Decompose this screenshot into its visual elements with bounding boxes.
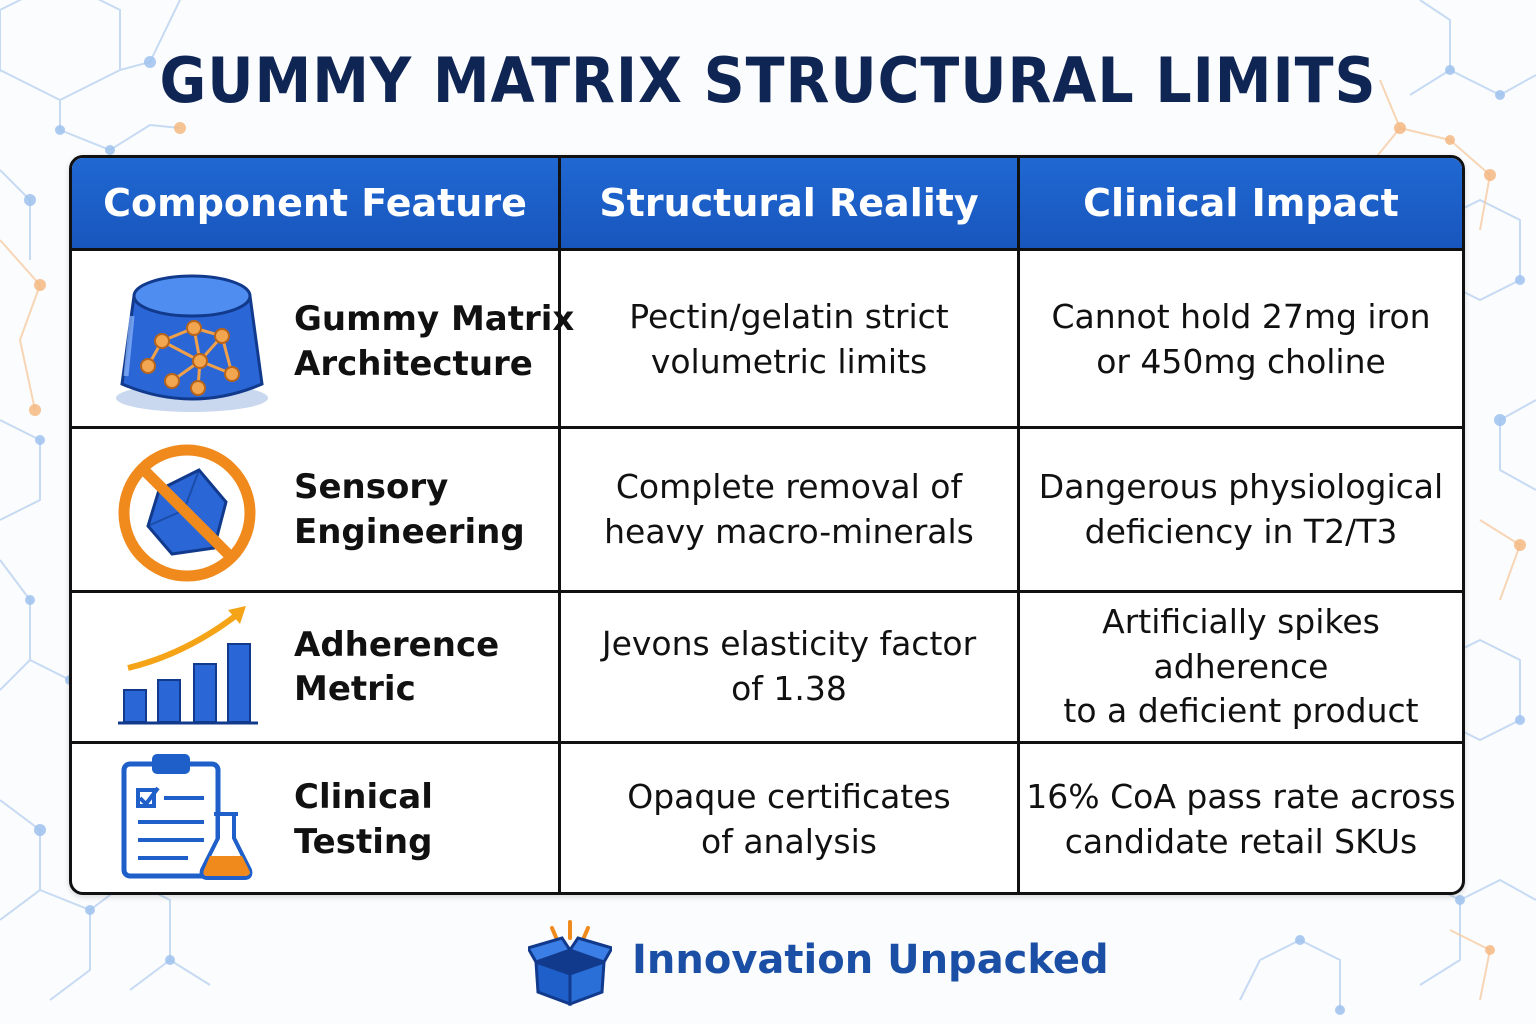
feature-label: Adherence Metric — [294, 624, 500, 709]
footer-brand: Innovation Unpacked — [528, 912, 1109, 1012]
row-divider — [72, 590, 1462, 593]
rising-bar-chart-icon — [118, 606, 258, 725]
comparison-table: Component Feature Structural Reality Cli… — [69, 155, 1465, 895]
reality-cell: Complete removal of heavy macro-minerals — [604, 466, 974, 551]
row-divider — [72, 426, 1462, 429]
impact-cell: 16% CoA pass rate across candidate retai… — [1026, 776, 1456, 861]
column-divider — [558, 158, 561, 892]
reality-cell: Pectin/gelatin strict volumetric limits — [629, 297, 949, 381]
impact-cell: Artificially spikes adherence to a defic… — [1063, 602, 1419, 731]
header-clinical-impact: Clinical Impact — [1083, 181, 1399, 225]
header-structural-reality: Structural Reality — [599, 181, 979, 225]
header-component-feature: Component Feature — [103, 181, 527, 225]
gummy-matrix-icon — [116, 274, 268, 412]
reality-cell: Opaque certificates of analysis — [627, 776, 951, 861]
column-divider — [1017, 158, 1020, 892]
table-header-row: Component Feature Structural Reality Cli… — [72, 158, 1462, 251]
open-box-icon — [528, 920, 612, 1007]
feature-label: Gummy Matrix Architecture — [294, 299, 575, 384]
reality-cell: Jevons elasticity factor of 1.38 — [601, 624, 977, 708]
page-title: GUMMY MATRIX STRUCTURAL LIMITS — [159, 44, 1377, 117]
no-mineral-icon — [118, 444, 256, 582]
feature-label: Sensory Engineering — [294, 467, 525, 552]
clipboard-flask-icon — [121, 754, 253, 880]
row-divider — [72, 741, 1462, 744]
brand-name: Innovation Unpacked — [632, 937, 1109, 983]
impact-cell: Cannot hold 27mg iron or 450mg choline — [1051, 297, 1431, 381]
impact-cell: Dangerous physiological deficiency in T2… — [1038, 466, 1444, 551]
feature-label: Clinical Testing — [294, 777, 433, 862]
